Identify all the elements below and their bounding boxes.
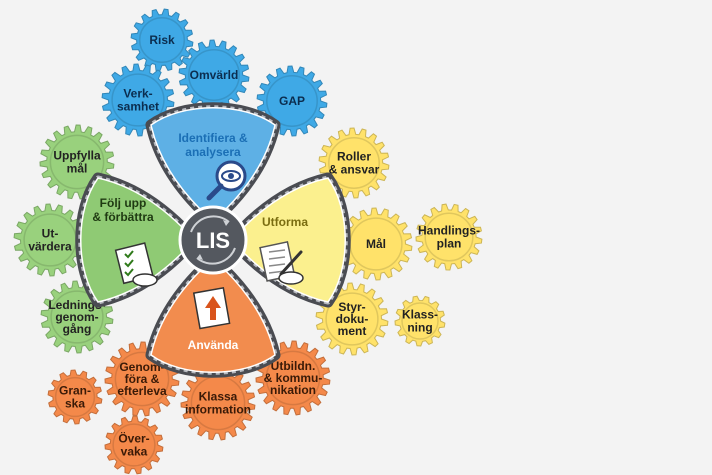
gear-inner [49, 134, 105, 190]
gear-gran-ska: Gran-ska [47, 369, 103, 425]
petal-design: Utforma [237, 172, 351, 308]
gear-inner [265, 350, 321, 406]
gear-label-verk-samhet: Verk-samhet [117, 87, 159, 114]
gear-inner [325, 292, 379, 346]
gear-inner [266, 75, 318, 127]
hub-layer: LIS [178, 205, 248, 275]
petal-use: Använda [145, 264, 281, 378]
gear-over-vaka: Över-vaka [104, 415, 164, 475]
gear-label-risk: Risk [149, 33, 175, 47]
gear-inner [54, 376, 96, 418]
gear-inner [111, 73, 165, 127]
hub-label: LIS [196, 228, 230, 253]
cycle-arrows-icon [190, 215, 236, 265]
petal-label-follow: Följ upp& förbättra [92, 196, 154, 224]
gear-inner [188, 49, 240, 101]
gear-inner [424, 212, 474, 262]
gear-label-genom-fora-efterleva: Genom-föra &efterleva [117, 360, 167, 398]
gear-label-handlings-plan: Handlings-plan [418, 224, 480, 251]
gear-label-styr-doku-ment: Styr-doku-ment [336, 300, 369, 338]
gear-inner [112, 423, 156, 467]
gear-label-over-vaka: Över-vaka [118, 431, 149, 459]
gear-handlings-plan: Handlings-plan [415, 203, 483, 271]
gear-klass-ning: Klass-ning [394, 295, 446, 347]
checklist-icon [114, 242, 158, 287]
gear-roller-ansvar: Roller& ansvar [318, 127, 390, 199]
gear-label-klass-ning: Klass-ning [402, 308, 438, 335]
gear-inner [114, 351, 170, 407]
gear-inner [50, 290, 104, 344]
gear-label-gran-ska: Gran-ska [59, 384, 91, 411]
gear-risk: Risk [130, 8, 194, 72]
document-upload-icon [192, 287, 231, 330]
gear-ut-vardera: Ut-värdera [13, 203, 87, 277]
gear-mal: Mål [339, 207, 413, 281]
center-hub: LIS [178, 205, 248, 275]
gear-label-omvarld: Omvärld [190, 68, 239, 82]
gear-inner [401, 302, 439, 340]
gear-omvarld: Omvärld [178, 39, 250, 111]
gear-label-mal: Mål [366, 237, 386, 251]
petal-identify: Identifiera &analysera [145, 102, 281, 216]
gear-inner [138, 16, 186, 64]
gear-label-utbildn-kommu-nikation: Utbildn.& kommu-nikation [264, 359, 323, 397]
gear-label-roller-ansvar: Roller& ansvar [329, 150, 380, 177]
petal-follow: Följ upp& förbättra [75, 172, 189, 308]
pen-paper-icon [259, 240, 304, 285]
gear-inner [328, 137, 380, 189]
eye-magnifier-icon [206, 160, 247, 201]
gear-label-ut-vardera: Ut-värdera [28, 227, 72, 254]
petal-label-identify: Identifiera &analysera [178, 131, 248, 159]
petal-label-design: Utforma [262, 215, 308, 229]
petal-label-use: Använda [188, 338, 239, 352]
gear-label-gap: GAP [279, 94, 305, 108]
